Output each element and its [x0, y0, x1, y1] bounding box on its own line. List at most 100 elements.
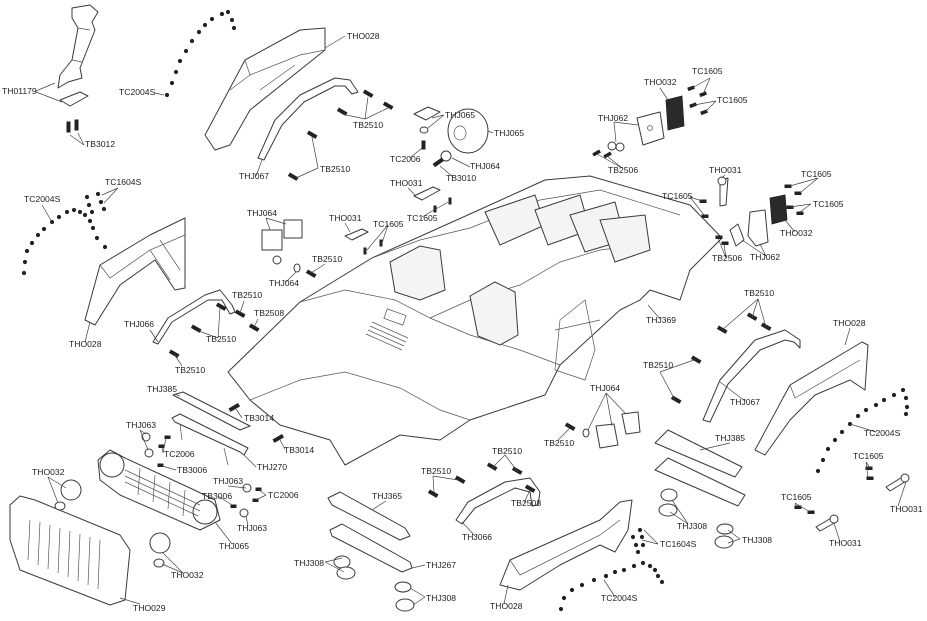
part-label-tb2510-b: TB2510	[320, 164, 350, 174]
rear-right-fender-bottom	[499, 499, 633, 591]
part-label-tb2506-right: TB2506	[712, 253, 742, 263]
part-label-tb2510-e: TB2510	[206, 334, 236, 344]
part-label-tho028-bottom: THO028	[490, 601, 523, 611]
part-label-tc1604s-bottom: TC1604S	[660, 539, 697, 549]
part-label-thj066-bottom: THJ066	[462, 532, 492, 542]
part-label-tc2004s-right: TC2004S	[864, 428, 901, 438]
part-label-tb2510-i: TB2510	[544, 438, 574, 448]
part-label-tho031-a: THO031	[390, 178, 423, 188]
part-label-tho032-right: THO032	[780, 228, 813, 238]
screw-arc-tc2004s-left	[21, 207, 108, 276]
part-label-tb2510-g: TB2510	[744, 288, 774, 298]
front-left-fender	[204, 27, 326, 151]
part-label-tb2510-h: TB2510	[643, 360, 673, 370]
radiator-fins	[124, 467, 201, 517]
part-label-thj064-left2: THJ064	[269, 278, 299, 288]
part-label-tc1605-a: TC1605	[407, 213, 438, 223]
part-label-tc2006-top: TC2006	[390, 154, 421, 164]
part-label-tc1605-e: TC1605	[662, 191, 693, 201]
snorkel-part	[57, 4, 99, 133]
part-label-thj067-top: THJ067	[239, 171, 269, 181]
part-label-tc2004s-bottom: TC2004S	[601, 593, 638, 603]
part-label-thj064-left: THJ064	[247, 208, 277, 218]
part-label-tb2510-a: TB2510	[353, 120, 383, 130]
main-body-shell	[227, 175, 723, 466]
part-label-tc1605-d: TC1605	[717, 95, 748, 105]
part-label-thj062-right: THJ062	[750, 252, 780, 262]
part-label-tho031-c: THO031	[709, 165, 742, 175]
latch-box-thj064-right	[564, 411, 641, 449]
door-handles-tho031-center	[344, 186, 452, 255]
part-label-tb2510-c: TB2510	[312, 254, 342, 264]
screw-arc-tc2004s-right	[815, 387, 910, 474]
screws-tc1604s-bottom	[630, 527, 646, 555]
part-label-thj267: THJ267	[426, 560, 456, 570]
part-label-tb3014-b: TB3014	[284, 445, 314, 455]
part-label-tho028-right: THO028	[833, 318, 866, 328]
part-label-tb2510-d: TB2510	[232, 290, 262, 300]
part-label-tb2510-j: TB2510	[492, 446, 522, 456]
part-label-tho032-bottom: THO032	[171, 570, 204, 580]
part-label-tho031-e: THO031	[829, 538, 862, 548]
part-label-tc2004s-top: TC2004S	[119, 87, 156, 97]
grille-radiator-thj065	[97, 432, 262, 531]
grille-vents	[365, 321, 409, 351]
step-plates-thj385-right	[654, 429, 746, 507]
part-label-tc1605-h: TC1605	[853, 451, 884, 461]
part-label-thj308-c: THJ308	[294, 558, 324, 568]
part-label-tho029: THO029	[133, 603, 166, 613]
part-label-tb2508-left: TB2508	[254, 308, 284, 318]
part-label-thj065-b: THJ065	[494, 128, 524, 138]
latch-box-thj064-left	[261, 219, 317, 278]
part-label-tho031-b: THO031	[329, 213, 362, 223]
part-label-tb3014-a: TB3014	[244, 413, 274, 423]
screws-tc1604s-left	[84, 191, 107, 215]
screw-arc-tc2004s-bottom	[558, 560, 665, 612]
screw-arc-tc2004s-top	[164, 9, 237, 98]
headlight-lenses-tho032	[54, 479, 171, 568]
part-label-thj065-a: THJ065	[445, 110, 475, 120]
part-label-thj062-top: THJ062	[598, 113, 628, 123]
part-label-thj065-left: THJ065	[219, 541, 249, 551]
part-label-tho028-left: THO028	[69, 339, 102, 349]
part-label-tho031-d: THO031	[890, 504, 923, 514]
part-label-thj308-d: THJ308	[426, 593, 456, 603]
part-label-tc1604s-left: TC1604S	[105, 177, 142, 187]
part-label-thj308-a: THJ308	[677, 521, 707, 531]
part-label-tb2508-bottom: TB2508	[511, 498, 541, 508]
part-label-tc1605-b: TC1605	[373, 219, 404, 229]
part-label-tb2510-k: TB2510	[421, 466, 451, 476]
grille-face-tho029	[9, 495, 131, 606]
part-label-tho028-top: THO028	[347, 31, 380, 41]
part-label-thj063-b: THJ063	[213, 476, 243, 486]
screws-tb2510-top	[287, 89, 394, 181]
license-plate-thj385-thj270	[171, 391, 285, 466]
part-label-tc1605-f: TC1605	[801, 169, 832, 179]
part-label-thj308-b: THJ308	[742, 535, 772, 545]
part-label-tho032-left: THO032	[32, 467, 65, 477]
fender-flare-thj067-right	[670, 312, 801, 423]
part-label-thj270: THJ270	[257, 462, 287, 472]
fender-flare-thj066-left	[152, 289, 260, 358]
part-label-thj063-a: THJ063	[126, 420, 156, 430]
fender-flare-thj066-bottom	[427, 462, 541, 525]
tail-light-assembly-top	[592, 85, 708, 159]
fender-flare-thj067-top	[257, 77, 359, 161]
part-label-thj067-right: THJ067	[730, 397, 760, 407]
part-label-tb3006-b: TB3006	[202, 491, 232, 501]
grille-slots	[27, 519, 101, 590]
part-label-tc2004s-left: TC2004S	[24, 194, 61, 204]
part-label-tb3012: TB3012	[85, 139, 115, 149]
part-label-thj066-left: THJ066	[124, 319, 154, 329]
part-label-thj385-right: THJ385	[715, 433, 745, 443]
tail-light-assembly-right	[699, 176, 804, 247]
door-handles-tho031-right	[794, 466, 910, 532]
part-label-thj063-c: THJ063	[237, 523, 267, 533]
part-label-tho032-top: THO032	[644, 77, 677, 87]
part-label-thj064-top: THJ064	[470, 161, 500, 171]
part-label-tc2006-a: TC2006	[164, 449, 195, 459]
part-label-tb3010: TB3010	[446, 173, 476, 183]
part-label-tb2506-top: TB2506	[608, 165, 638, 175]
part-label-thj369: THJ369	[646, 315, 676, 325]
